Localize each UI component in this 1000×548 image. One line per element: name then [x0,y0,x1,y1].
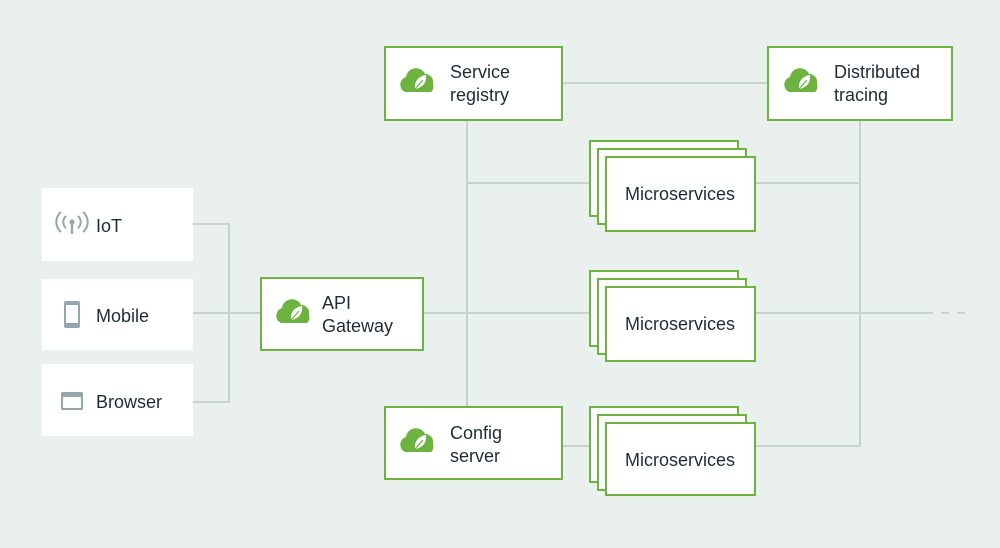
microservices-card-front [605,286,756,362]
api-gateway-node: API Gateway [260,277,424,351]
client-iot: IoT [42,188,193,261]
microservices-stack-3: Microservices [589,406,756,496]
client-browser-label: Browser [96,392,162,412]
microservices-card-front [605,156,756,232]
service-registry-label-1: Service [450,62,510,82]
microservices-label: Microservices [625,184,735,204]
mobile-phone-icon [64,301,80,328]
client-mobile-label: Mobile [96,306,149,326]
distributed-tracing-label-1: Distributed [834,62,920,82]
wifi-antenna-icon [55,211,89,234]
client-browser: Browser [42,364,193,436]
config-server-label-2: server [450,446,500,466]
client-iot-box [42,188,193,261]
api-gateway-label-1: API [322,293,351,313]
config-server-label-1: Config [450,423,502,443]
service-registry-box [384,46,563,121]
microservices-label: Microservices [625,450,735,470]
microservices-stack-1: Microservices [589,140,756,232]
browser-window-icon [61,392,83,410]
microservices-stack-2: Microservices [589,270,756,362]
config-server-node: Config server [384,406,563,480]
distributed-tracing-label-2: tracing [834,85,888,105]
microservices-label: Microservices [625,314,735,334]
microservices-card-front [605,422,756,496]
distributed-tracing-node: Distributed tracing [767,46,953,121]
client-mobile: Mobile [42,279,193,350]
service-registry-node: Service registry [384,46,563,121]
connector-lines [193,82,965,447]
client-iot-label: IoT [96,216,122,236]
api-gateway-label-2: Gateway [322,316,393,336]
service-registry-label-2: registry [450,85,509,105]
